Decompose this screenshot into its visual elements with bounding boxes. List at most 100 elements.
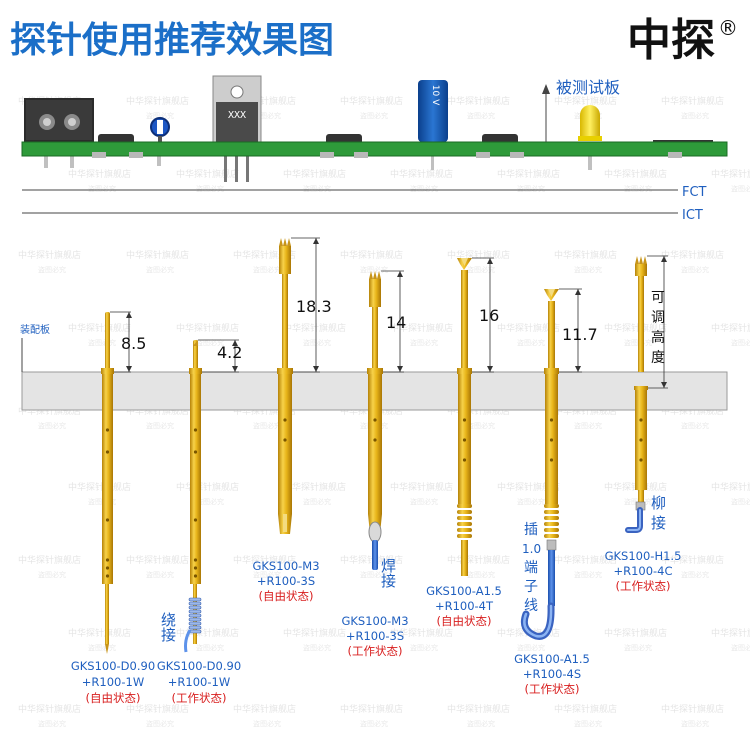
watermark-text: 中华探针旗舰店 xyxy=(68,627,131,639)
probe-crimp-ring xyxy=(457,510,472,514)
wire-lead xyxy=(548,550,555,606)
probe-tail-tip xyxy=(105,644,109,654)
watermark-text: 中华探针旗舰店 xyxy=(126,703,189,715)
dimension-arrow xyxy=(397,271,403,277)
probe-crimp-ring xyxy=(457,528,472,532)
caption-receptacle: +R100-4C xyxy=(613,564,672,578)
probe-4 xyxy=(367,270,404,570)
watermark-text: 盗图必究 xyxy=(146,719,174,728)
probe-crimp-ring xyxy=(457,504,472,508)
probe-collar xyxy=(544,368,559,374)
watermark-text: 盗图必究 xyxy=(253,421,281,430)
probe-2 xyxy=(184,339,239,653)
watermark-text: 盗图必究 xyxy=(731,497,750,506)
probe-v-notch xyxy=(461,258,468,266)
probe-hole xyxy=(373,438,377,442)
probe-plunger xyxy=(372,307,378,372)
led xyxy=(580,115,600,139)
probe-hole xyxy=(105,566,110,570)
height-label-2: 4.2 xyxy=(217,343,242,362)
watermark-text: 中华探针旗舰店 xyxy=(233,703,296,715)
dimension-arrow xyxy=(397,366,403,372)
watermark-text: 盗图必究 xyxy=(146,111,174,120)
height-label-3: 18.3 xyxy=(296,297,332,316)
watermark-text: 中华探针旗舰店 xyxy=(447,95,510,107)
brand-logo: 中探 xyxy=(627,15,715,66)
watermark-text: 中华探针旗舰店 xyxy=(711,322,750,334)
probe-receptacle xyxy=(102,374,113,584)
watermark-text: 中华探针旗舰店 xyxy=(68,322,131,334)
watermark-text: 盗图必究 xyxy=(88,643,116,652)
wire-hook-highlight xyxy=(523,604,553,638)
probe-receptacle xyxy=(278,374,292,514)
ict-label: ICT xyxy=(682,208,703,223)
watermark-text: 盗图必究 xyxy=(467,421,495,430)
watermark-text: 盗图必究 xyxy=(467,719,495,728)
probe-collar xyxy=(367,368,383,374)
probe-crown-tip xyxy=(635,256,647,264)
watermark-text: 中华探针旗舰店 xyxy=(283,322,346,334)
probe-head xyxy=(635,264,647,276)
wire-wrap-coil xyxy=(188,625,202,630)
watermark-text: 盗图必究 xyxy=(517,338,545,347)
watermark-text: 盗图必究 xyxy=(146,421,174,430)
height-label-7a: 可 xyxy=(651,290,665,306)
probe-crimp-ring xyxy=(544,528,559,532)
watermark-text: 盗图必究 xyxy=(681,719,709,728)
watermark-text: 盗图必究 xyxy=(253,719,281,728)
watermark-text: 中华探针旗舰店 xyxy=(711,627,750,639)
probe-collar xyxy=(634,386,648,390)
watermark-text: 盗图必究 xyxy=(681,265,709,274)
probe-hole xyxy=(373,418,377,422)
watermark-text: 中华探针旗舰店 xyxy=(661,249,724,261)
probe-hole xyxy=(639,418,643,422)
wire-wrap-coil xyxy=(188,621,202,626)
probe-crimp-ring xyxy=(457,516,472,520)
probe-hole xyxy=(549,418,554,422)
watermark-text: 中华探针旗舰店 xyxy=(604,627,667,639)
watermark-text: 中华探针旗舰店 xyxy=(554,249,617,261)
caption-model: GKS100-A1.5 xyxy=(426,584,502,598)
probe-hole xyxy=(639,438,643,442)
watermark-text: 盗图必究 xyxy=(38,570,66,579)
watermark-text: 盗图必究 xyxy=(624,643,652,652)
watermark-text: 中华探针旗舰店 xyxy=(283,627,346,639)
watermark-text: 中华探针旗舰店 xyxy=(390,322,453,334)
probe-hole xyxy=(193,450,198,454)
watermark-text: 盗图必究 xyxy=(253,570,281,579)
probe-cup-slot xyxy=(283,514,287,532)
watermark-text: 盗图必究 xyxy=(253,111,281,120)
probe-receptacle xyxy=(190,374,201,584)
watermark-text: 盗图必究 xyxy=(38,421,66,430)
watermark-text: 盗图必究 xyxy=(410,338,438,347)
probe-crimp-ring xyxy=(544,534,559,538)
probe-hole xyxy=(193,518,198,522)
watermark-text: 盗图必究 xyxy=(731,643,750,652)
watermark-text: 盗图必究 xyxy=(88,338,116,347)
dimension-arrow xyxy=(313,366,319,372)
probe-plunger xyxy=(105,312,110,372)
probe-hole xyxy=(193,558,198,562)
dimension-arrow xyxy=(661,382,667,388)
watermark-text: 中华探针旗舰店 xyxy=(283,168,346,180)
watermark-text: 盗图必究 xyxy=(574,265,602,274)
probe-hole xyxy=(283,438,287,442)
capacitor-text: 10 V xyxy=(430,85,440,106)
probe-crimp-ring xyxy=(544,522,559,526)
caption-receptacle: +R100-1W xyxy=(82,675,144,689)
probe-6 xyxy=(520,288,582,640)
caption-2: GKS100-D0.90 +R100-1W (工作状态) xyxy=(157,659,241,705)
dimension-arrow xyxy=(575,366,581,372)
watermark-text: 盗图必究 xyxy=(360,265,388,274)
watermark-text: 盗图必究 xyxy=(196,497,224,506)
method-label-solder-1: 焊接 xyxy=(379,558,397,589)
watermark-text: 盗图必究 xyxy=(467,265,495,274)
watermark-text: 中华探针旗舰店 xyxy=(604,322,667,334)
caption-receptacle: +R100-4T xyxy=(435,599,494,613)
watermark-text: 盗图必究 xyxy=(410,643,438,652)
watermark-text: 中华探针旗舰店 xyxy=(340,703,403,715)
probe-hole xyxy=(193,574,198,578)
watermark-text: 中华探针旗舰店 xyxy=(340,554,403,566)
caption-model: GKS100-D0.90 xyxy=(71,659,155,673)
wire-wrap-coil xyxy=(188,613,202,618)
